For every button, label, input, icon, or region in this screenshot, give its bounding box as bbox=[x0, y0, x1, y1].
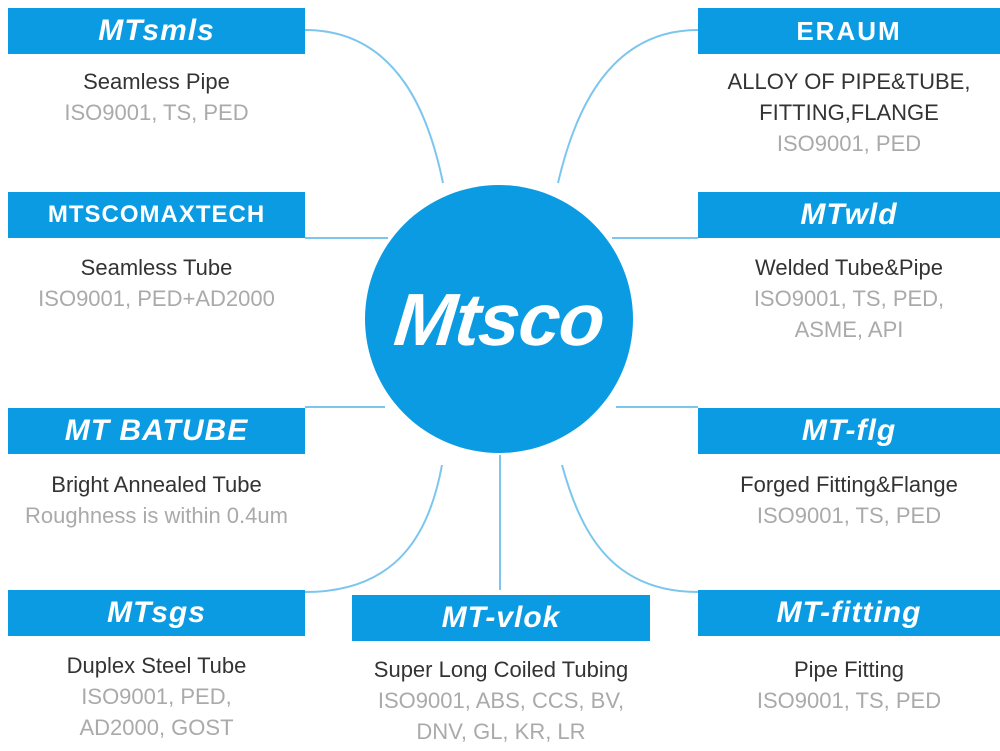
brand-banner-mtbatube: MT BATUBE bbox=[8, 408, 305, 454]
node-mtsgs: Duplex Steel Tube ISO9001, PED, AD2000, … bbox=[8, 650, 305, 743]
brand-banner-eraum: ERAUM bbox=[698, 8, 1000, 54]
certifications: ISO9001, TS, PED bbox=[756, 503, 942, 528]
hub-logo: Mtsco bbox=[390, 277, 608, 361]
certifications: ISO9001, TS, PED bbox=[64, 100, 249, 125]
node-mtvlok: Super Long Coiled Tubing ISO9001, ABS, C… bbox=[336, 654, 666, 747]
product-name: Forged Fitting&Flange bbox=[740, 472, 958, 497]
brand-banner-mtscomaxtech: MTSCOMAXTECH bbox=[8, 192, 305, 238]
product-name-line-2: FITTING,FLANGE bbox=[759, 100, 939, 125]
connector-mtsgs bbox=[304, 464, 443, 593]
brand-banner-mtsmls: MTsmls bbox=[8, 8, 305, 54]
product-name: Bright Annealed Tube bbox=[51, 472, 262, 497]
node-mtbatube: Bright Annealed Tube Roughness is within… bbox=[0, 469, 313, 531]
certifications-line-2: ASME, API bbox=[794, 317, 904, 342]
connector-eraum bbox=[557, 29, 699, 184]
certifications-line-2: AD2000, GOST bbox=[79, 715, 234, 740]
node-mtwld: Welded Tube&Pipe ISO9001, TS, PED, ASME,… bbox=[698, 252, 1000, 345]
product-name: Duplex Steel Tube bbox=[66, 653, 247, 678]
product-name: Seamless Tube bbox=[80, 255, 233, 280]
product-name: Seamless Pipe bbox=[83, 69, 230, 94]
certifications-line-1: ISO9001, PED, bbox=[81, 684, 232, 709]
hub-circle: Mtsco bbox=[365, 185, 633, 453]
node-mtscomaxtech: Seamless Tube ISO9001, PED+AD2000 bbox=[8, 252, 305, 314]
brand-banner-mtvlok: MT-vlok bbox=[352, 595, 650, 641]
node-mtfitting: Pipe Fitting ISO9001, TS, PED bbox=[698, 654, 1000, 716]
certifications: Roughness is within 0.4um bbox=[25, 503, 288, 528]
certifications: ISO9001, PED bbox=[776, 131, 922, 156]
brand-banner-mtfitting: MT-fitting bbox=[698, 590, 1000, 636]
node-mtsmls: Seamless Pipe ISO9001, TS, PED bbox=[8, 66, 305, 128]
product-name: Super Long Coiled Tubing bbox=[373, 657, 629, 682]
certifications: ISO9001, PED+AD2000 bbox=[38, 286, 275, 311]
node-mtflg: Forged Fitting&Flange ISO9001, TS, PED bbox=[698, 469, 1000, 531]
connector-mtfitting bbox=[561, 464, 699, 593]
product-name: Pipe Fitting bbox=[793, 657, 905, 682]
product-name: Welded Tube&Pipe bbox=[755, 255, 943, 280]
certifications-line-2: DNV, GL, KR, LR bbox=[416, 719, 586, 744]
product-name: ALLOY OF PIPE&TUBE, bbox=[727, 69, 971, 94]
certifications-line-1: ISO9001, ABS, CCS, BV, bbox=[377, 688, 625, 713]
brand-banner-mtflg: MT-flg bbox=[698, 408, 1000, 454]
brand-banner-mtwld: MTwld bbox=[698, 192, 1000, 238]
brand-banner-mtsgs: MTsgs bbox=[8, 590, 305, 636]
certifications: ISO9001, TS, PED bbox=[756, 688, 942, 713]
certifications-line-1: ISO9001, TS, PED, bbox=[753, 286, 945, 311]
connector-mtsmls bbox=[304, 29, 444, 184]
node-eraum: ALLOY OF PIPE&TUBE, FITTING,FLANGE ISO90… bbox=[698, 66, 1000, 159]
